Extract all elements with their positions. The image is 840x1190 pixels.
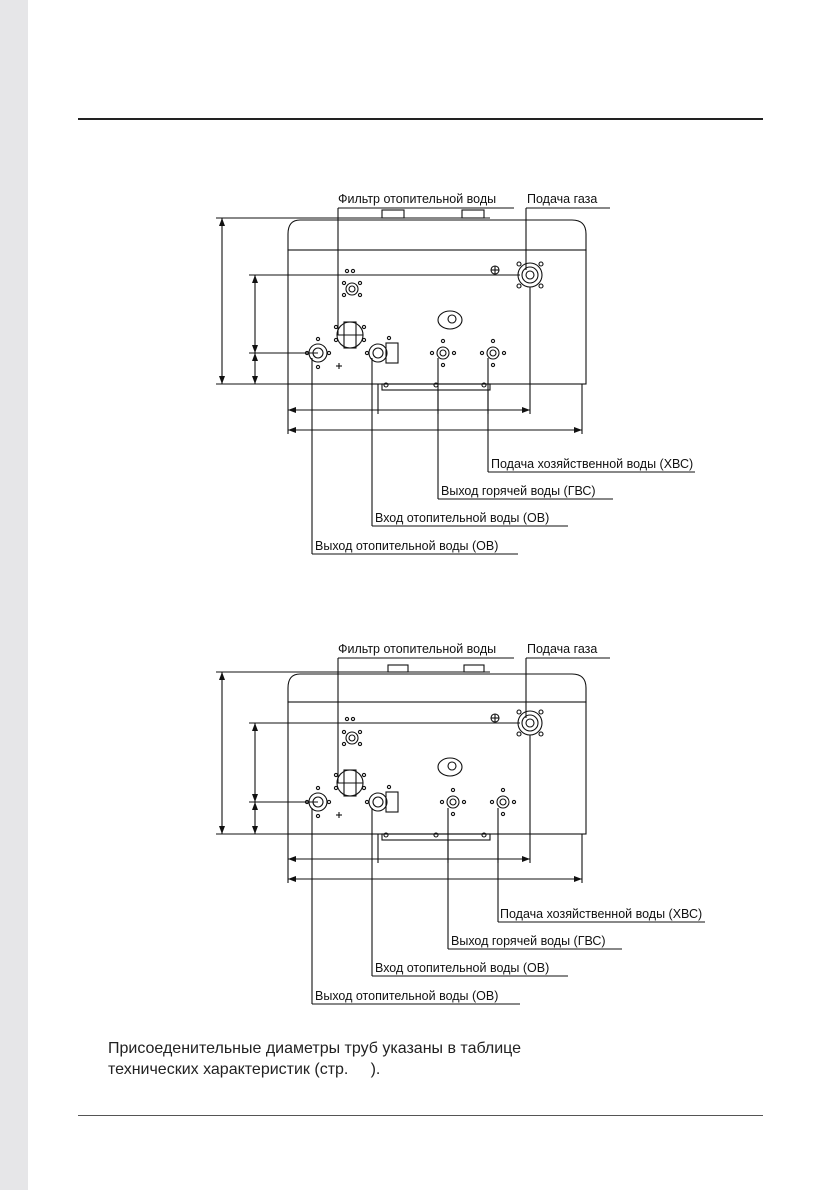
- label-cold-water-supply: Подача хозяйственной воды (ХВС): [491, 457, 693, 471]
- header-rule: [78, 118, 763, 120]
- footer-rule: [78, 1115, 763, 1116]
- label-hot-water-outlet: Выход горячей воды (ГВС): [451, 934, 606, 948]
- page-edge-strip: [0, 0, 28, 1190]
- label-heating-water-filter: Фильтр отопительной воды: [338, 642, 496, 656]
- label-heating-water-inlet: Вход отопительной воды (ОВ): [375, 511, 549, 525]
- label-heating-water-outlet: Выход отопительной воды (ОВ): [315, 539, 498, 553]
- label-hot-water-outlet: Выход горячей воды (ГВС): [441, 484, 596, 498]
- label-gas-supply: Подача газа: [527, 642, 597, 656]
- label-gas-supply: Подача газа: [527, 192, 597, 206]
- label-heating-water-outlet: Выход отопительной воды (ОВ): [315, 989, 498, 1003]
- label-heating-water-inlet: Вход отопительной воды (ОВ): [375, 961, 549, 975]
- note-line-1: Присоеденительные диаметры труб указаны …: [108, 1040, 522, 1057]
- label-cold-water-supply: Подача хозяйственной воды (ХВС): [500, 907, 702, 921]
- connection-diagram-2: Фильтр отопительной воды Подача газа Под…: [0, 630, 840, 1030]
- connection-diagram-1: Фильтр отопительной воды Подача газа Под…: [0, 180, 840, 580]
- label-heating-water-filter: Фильтр отопительной воды: [338, 192, 496, 206]
- pipe-diameter-note: Присоеденительные диаметры труб указаны …: [108, 1038, 628, 1080]
- note-line-2: технических характеристик (стр. ).: [108, 1061, 381, 1078]
